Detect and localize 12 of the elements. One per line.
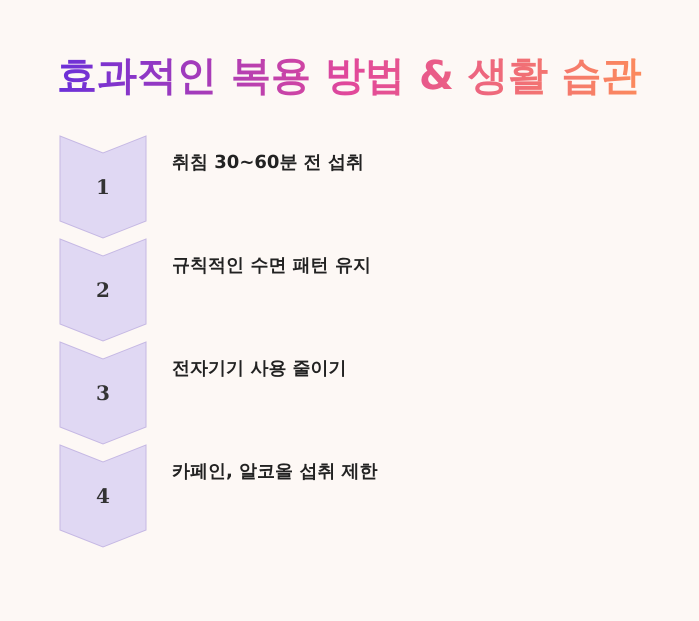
step-number: 2 [95, 278, 111, 302]
step-description: 취침 30~60분 전 섭취 [172, 151, 364, 174]
numbered-step-panel [59, 341, 147, 445]
numbered-step-panel [59, 444, 147, 548]
step-description: 카페인, 알코올 섭취 제한 [172, 460, 378, 483]
step-number: 1 [95, 175, 111, 199]
step-description: 전자기기 사용 줄이기 [172, 357, 347, 380]
numbered-step-panel [59, 238, 147, 342]
step-number: 3 [95, 381, 111, 405]
step-number: 4 [95, 484, 111, 508]
numbered-step-panel [59, 135, 147, 239]
step-description: 규칙적인 수면 패턴 유지 [172, 254, 371, 277]
